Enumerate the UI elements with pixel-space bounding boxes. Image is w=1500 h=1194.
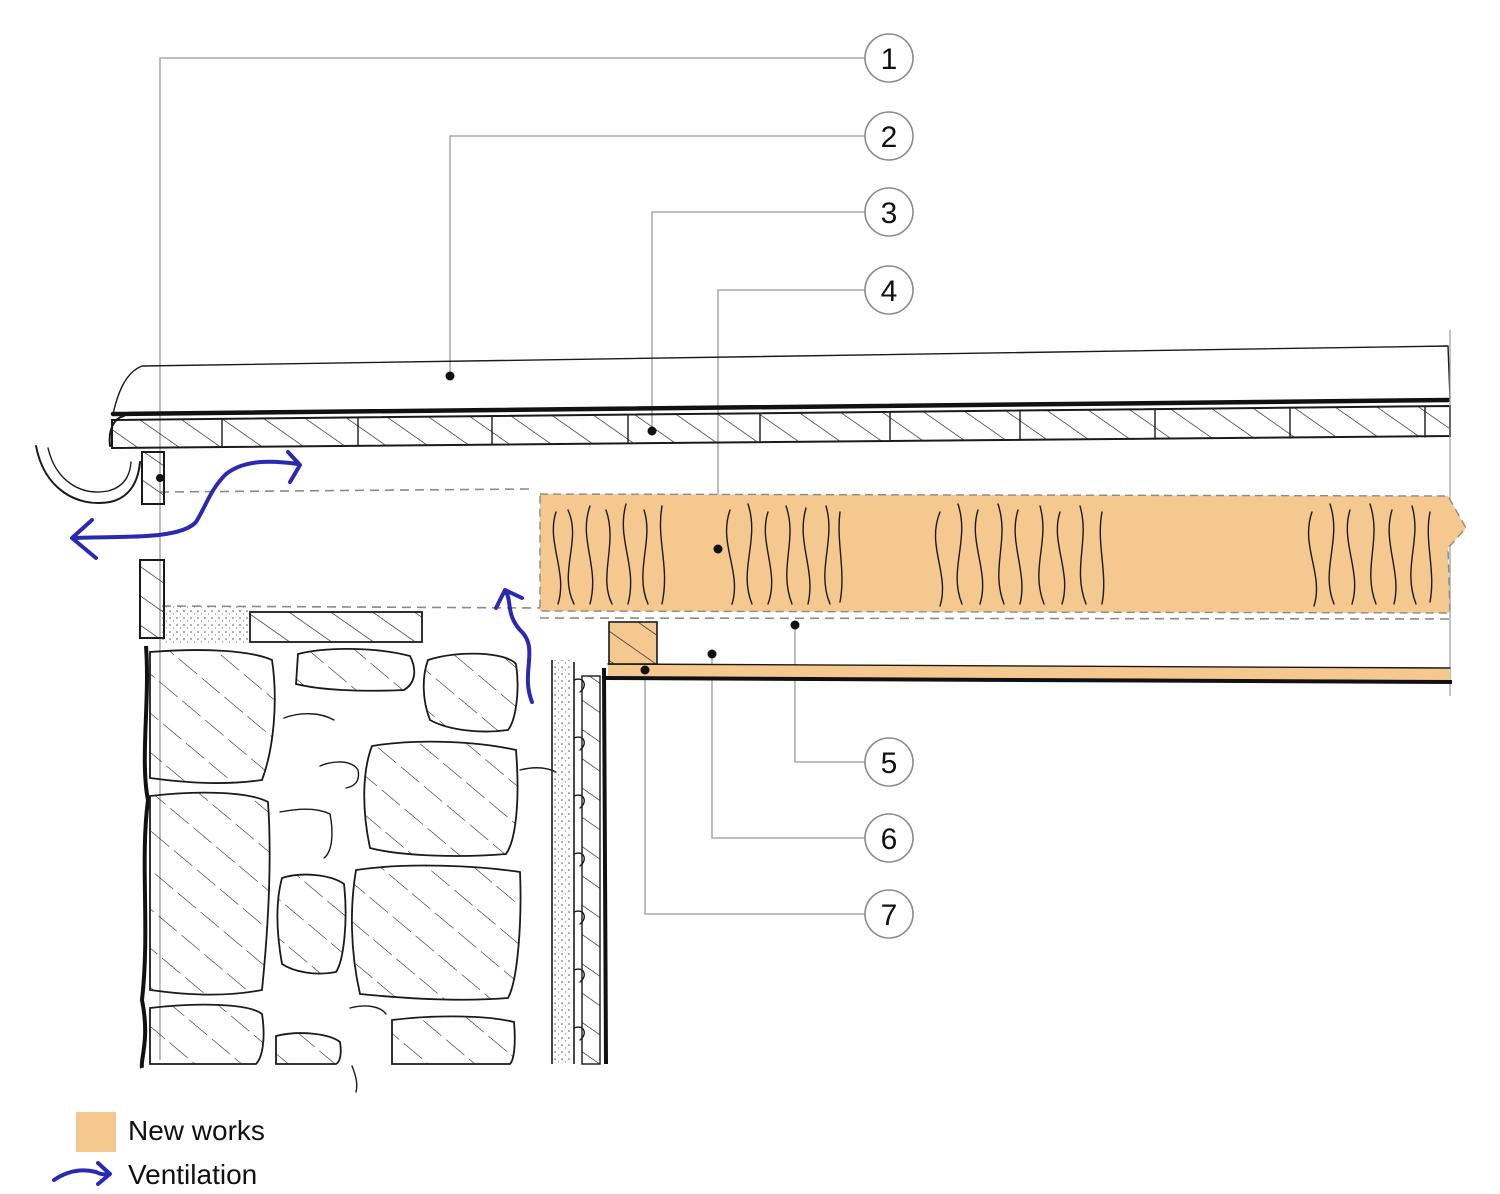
callout-3: 3 [864,187,914,237]
gutter [35,415,141,504]
roof-covering [110,345,1451,417]
callout-5: 5 [864,737,914,787]
callout-4: 4 [864,265,914,315]
legend-ventilation-icon [52,1161,112,1186]
ceiling [605,621,1453,684]
leader-3 [651,211,865,431]
legend-new-works-label: New works [128,1115,265,1146]
ventilation-arrow-inflow [504,590,534,704]
leader-7 [644,670,865,915]
svg-text:5: 5 [881,747,898,780]
svg-text:6: 6 [881,823,898,856]
stone-wall [139,645,557,1093]
leader-5 [794,625,865,763]
svg-text:2: 2 [881,121,898,154]
leader-dots [156,371,800,675]
callout-2: 2 [864,111,914,161]
ventilation-arrow-outflow [74,459,300,540]
legend-new-works-swatch [76,1112,116,1152]
insulation [539,493,1467,614]
leader-6 [711,654,865,839]
callout-markers: 1 2 3 4 5 6 7 [864,33,914,939]
ventilation-gap-line [159,488,531,493]
legend: New works Ventilation [52,1112,265,1190]
svg-text:1: 1 [881,43,898,76]
callout-1: 1 [864,33,914,83]
leader-4 [717,289,865,549]
svg-text:4: 4 [881,275,898,308]
ventilation-arrows [70,450,534,704]
callout-6: 6 [864,813,914,863]
callout-7: 7 [864,889,914,939]
legend-ventilation-label: Ventilation [128,1159,257,1190]
svg-text:7: 7 [881,899,898,932]
leader-2 [449,135,865,376]
svg-text:3: 3 [881,197,898,230]
inner-lining [551,660,608,1065]
wall-plate [139,559,423,644]
